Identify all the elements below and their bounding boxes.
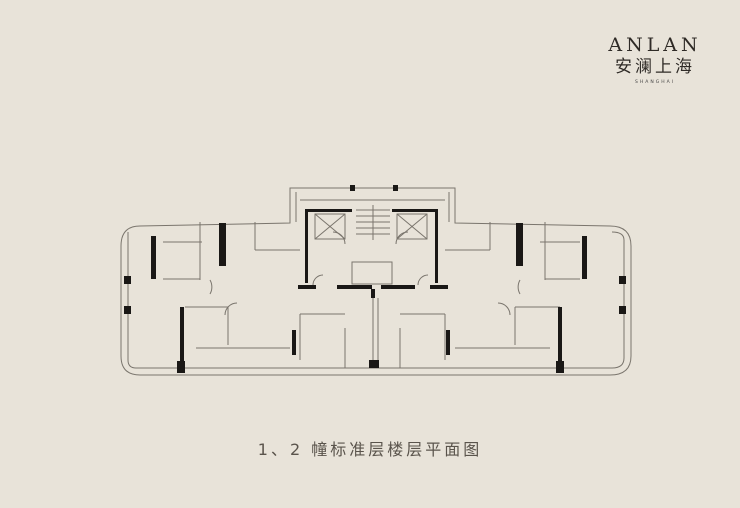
brand-logo: ANLAN 安澜上海 SHANGHAI bbox=[600, 34, 710, 85]
inner-wall bbox=[127, 231, 625, 369]
logo-english: ANLAN bbox=[608, 34, 702, 56]
outer-wall bbox=[120, 187, 632, 376]
logo-subtitle: SHANGHAI bbox=[635, 80, 675, 85]
logo-chinese: 安澜上海 bbox=[615, 57, 695, 77]
plan-caption: 1、2 幢标准层楼层平面图 bbox=[257, 440, 483, 459]
stairs bbox=[356, 205, 390, 240]
structural-columns bbox=[124, 185, 626, 373]
